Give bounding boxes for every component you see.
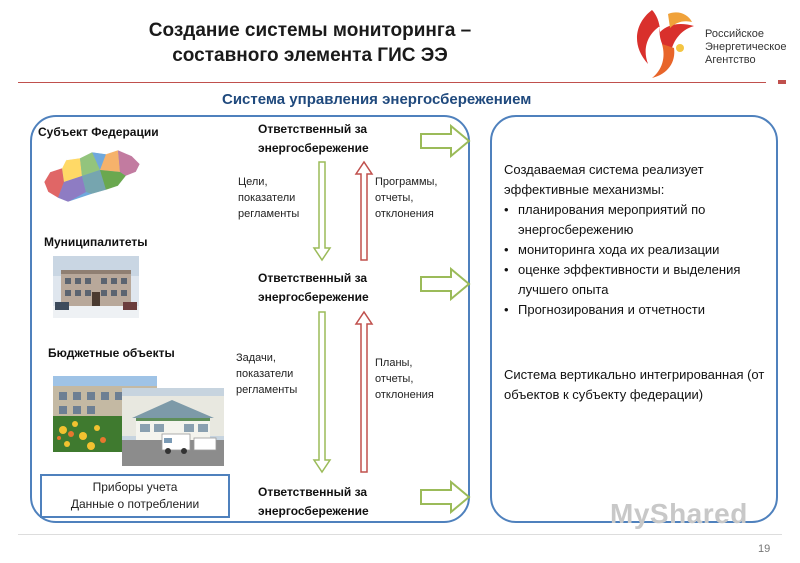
logo-line-2: Энергетическое: [705, 41, 787, 53]
header-divider-mark: [778, 80, 786, 84]
flow-down-1-line-2: показатели: [238, 192, 296, 204]
flow-up-1-line-1: Программы,: [375, 176, 438, 188]
municipal-label: Муниципалитеты: [44, 235, 148, 249]
responsible-level-1: Ответственный за энергосбережение: [258, 120, 369, 158]
logo-line-3: Агентство: [705, 54, 756, 66]
flow-up-2-line-2: отчеты,: [375, 373, 414, 385]
flow-up-1-text: Программы, отчеты, отклонения: [375, 174, 437, 222]
responsible-2-line-1: Ответственный за: [258, 271, 368, 285]
list-item: оценке эффективности и выделения лучшего…: [504, 260, 774, 300]
mechanisms-intro: Создаваемая система реализует эффективны…: [504, 162, 704, 197]
flow-down-2-line-3: регламенты: [236, 384, 298, 396]
system-summary: Система вертикально интегрированная (от …: [504, 367, 765, 402]
devices-line-2: Данные о потреблении: [70, 497, 200, 511]
devices-line-1: Приборы учета: [92, 480, 178, 494]
page-number: 19: [758, 543, 771, 555]
flow-down-1-text: Цели, показатели регламенты: [238, 174, 299, 222]
flow-up-1-line-2: отчеты,: [375, 192, 414, 204]
responsible-3-line-2: энергосбережение: [258, 504, 369, 518]
flow-up-2-line-1: Планы,: [375, 357, 413, 369]
responsible-level-3: Ответственный за энергосбережение: [258, 483, 369, 521]
metering-devices-box: Приборы учета Данные о потреблении: [40, 474, 230, 518]
hospital-building-image: [122, 388, 224, 466]
flow-down-2-line-1: Задачи,: [236, 352, 276, 364]
flow-up-1-line-3: отклонения: [375, 208, 434, 220]
russia-map-image: [43, 149, 141, 203]
list-item: Прогнозирования и отчетности: [504, 300, 774, 320]
flow-down-1-line-1: Цели,: [238, 176, 268, 188]
flow-up-2-text: Планы, отчеты, отклонения: [375, 355, 434, 403]
municipal-building-image: [53, 256, 139, 318]
logo-line-1: Российское: [705, 28, 764, 40]
list-item: мониторинга хода их реализации: [504, 240, 774, 260]
phoenix-logo-icon: [636, 10, 694, 78]
responsible-1-line-1: Ответственный за: [258, 122, 368, 136]
list-item: планирования мероприятий по энергосбереж…: [504, 200, 774, 240]
footer-divider: [18, 534, 782, 535]
slide-title-line-2: составного элемента ГИС ЭЭ: [172, 45, 448, 66]
section-subtitle: Система управления энергосбережением: [222, 91, 532, 108]
slide-title-line-1: Создание системы мониторинга –: [148, 20, 472, 41]
responsible-2-line-2: энергосбережение: [258, 290, 369, 304]
responsible-1-line-2: энергосбережение: [258, 141, 369, 155]
flow-down-1-line-3: регламенты: [238, 208, 300, 220]
slide-title: Создание системы мониторинга – составног…: [60, 18, 560, 68]
budget-label: Бюджетные объекты: [48, 346, 175, 360]
flow-down-2-line-2: показатели: [236, 368, 294, 380]
flow-up-2-line-3: отклонения: [375, 389, 434, 401]
flow-down-2-text: Задачи, показатели регламенты: [236, 350, 297, 398]
mechanisms-list: планирования мероприятий по энергосбереж…: [504, 200, 774, 320]
responsible-level-2: Ответственный за энергосбережение: [258, 269, 369, 307]
subject-label: Субъект Федерации: [38, 125, 159, 139]
logo-text: Российское Энергетическое Агентство: [705, 28, 786, 67]
responsible-3-line-1: Ответственный за: [258, 485, 368, 499]
header-divider: [18, 82, 766, 83]
watermark-text: MyShared: [610, 498, 748, 529]
